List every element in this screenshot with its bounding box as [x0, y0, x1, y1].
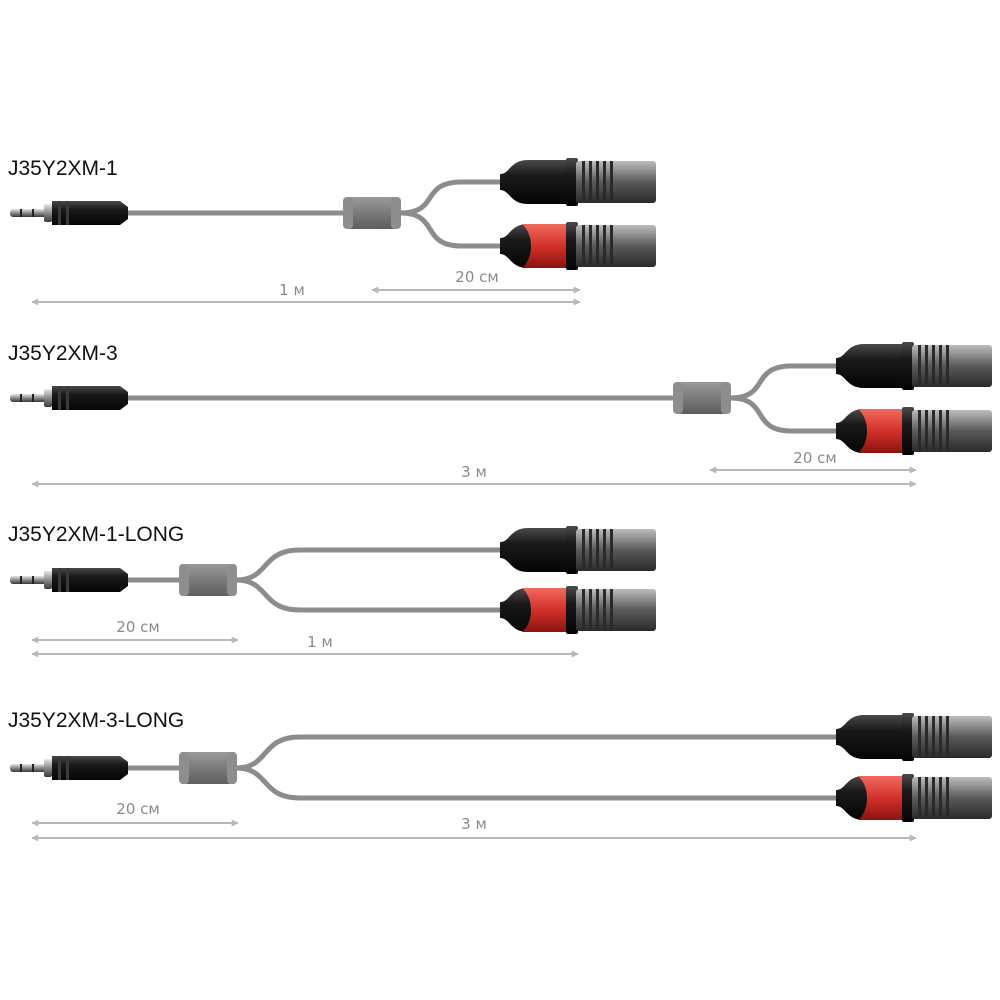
- branch-cable-top: [399, 179, 502, 216]
- split-length-label: 20 см: [116, 800, 159, 818]
- splitter-icon: [343, 197, 401, 229]
- xlr-connector-red-icon: [500, 586, 656, 634]
- xlr-connector-red-icon: [500, 222, 656, 270]
- jack-plug-icon: [10, 568, 128, 592]
- splitter-icon: [179, 752, 237, 784]
- cable-assembly-4: J35Y2XM-3-LONG: [8, 709, 992, 842]
- splitter-icon: [673, 382, 731, 414]
- split-length-label: 20 см: [455, 268, 498, 286]
- model-title: J35Y2XM-1-LONG: [8, 523, 184, 546]
- xlr-connector-icon: [500, 526, 656, 574]
- total-length-label: 1 м: [279, 281, 305, 299]
- branch-cable-bottom: [729, 395, 838, 434]
- model-title: J35Y2XM-3-LONG: [8, 709, 184, 732]
- xlr-connector-red-icon: [836, 407, 992, 455]
- branch-cable-bottom: [399, 210, 502, 249]
- split-length-label: 20 см: [116, 618, 159, 636]
- splitter-icon: [179, 564, 237, 596]
- total-length-label: 1 м: [307, 633, 333, 651]
- xlr-connector-icon: [836, 713, 992, 761]
- branch-cable-top: [235, 547, 502, 583]
- xlr-connector-icon: [500, 158, 656, 206]
- branch-cable-top: [235, 734, 838, 771]
- branch-cable-bottom: [235, 765, 838, 801]
- branch-cable-top: [729, 363, 838, 401]
- jack-plug-icon: [10, 756, 128, 780]
- xlr-connector-icon: [836, 342, 992, 390]
- cable-assembly-1: J35Y2XM-1: [8, 157, 656, 306]
- total-length-label: 3 м: [461, 815, 487, 833]
- model-title: J35Y2XM-3: [8, 342, 118, 365]
- split-length-label: 20 см: [793, 449, 836, 467]
- model-title: J35Y2XM-1: [8, 157, 118, 180]
- jack-plug-icon: [10, 201, 128, 225]
- cable-assembly-3: J35Y2XM-1-LONG: [8, 523, 656, 658]
- jack-plug-icon: [10, 386, 128, 410]
- xlr-connector-red-icon: [836, 774, 992, 822]
- branch-cable-bottom: [235, 577, 502, 613]
- cable-assembly-2: J35Y2XM-3: [8, 342, 992, 488]
- total-length-label: 3 м: [461, 463, 487, 481]
